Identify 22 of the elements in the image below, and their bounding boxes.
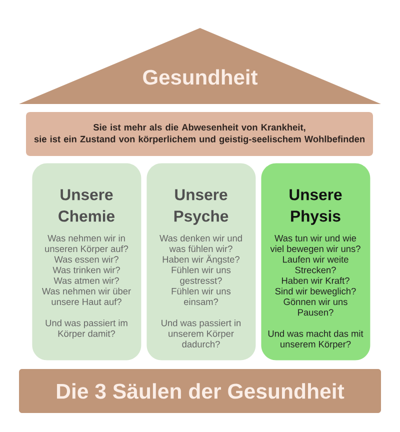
pillar-heading: Unsere Chemie <box>58 189 114 222</box>
question-text: Gönnen wir uns Pausen? <box>284 298 348 316</box>
pillar-heading: Unsere Psyche <box>174 189 228 225</box>
question-text: Sind wir beweglich? <box>275 288 356 296</box>
question-text: Was tun wir und wie viel bewegen wir uns? <box>270 234 360 254</box>
question-text: Was denken wir und was fühlen wir? <box>160 234 242 252</box>
question-text: Fühlen wir uns gestresst? <box>172 266 231 286</box>
question-text: Haben wir Kraft? <box>282 277 350 284</box>
question-text: Was trinken wir? <box>52 266 120 274</box>
question-text: Was essen wir? <box>54 256 118 263</box>
question-text: Fühlen wir uns einsam? <box>172 288 231 306</box>
question-text: Was nehmen wir über unsere Haut auf? <box>42 288 131 306</box>
question-text: Was nehmen wir in unseren Körper auf? <box>45 234 128 254</box>
question-text: Was atmen wir? <box>54 277 119 284</box>
pillar-heading: Unsere Physis <box>290 189 342 225</box>
definition-box: Sie ist mehr als die Abwesenheit von Krankheit, sie ist ein Zustand von körperlichem und geistig-seelischem Wohlbefinden <box>26 112 373 156</box>
question-text: Und was passiert in unserem Körper dadurch? <box>162 320 241 348</box>
title-banner: Die 3 Säulen der Gesundheit <box>19 369 381 413</box>
question-text: Und was macht das mit unserem Körper? <box>268 330 364 350</box>
question-text: Laufen wir weite Strecken? <box>283 256 348 274</box>
question-text: Und was passiert im Körper damit? <box>46 320 128 339</box>
question-text: Haben wir Ängste? <box>162 254 240 264</box>
